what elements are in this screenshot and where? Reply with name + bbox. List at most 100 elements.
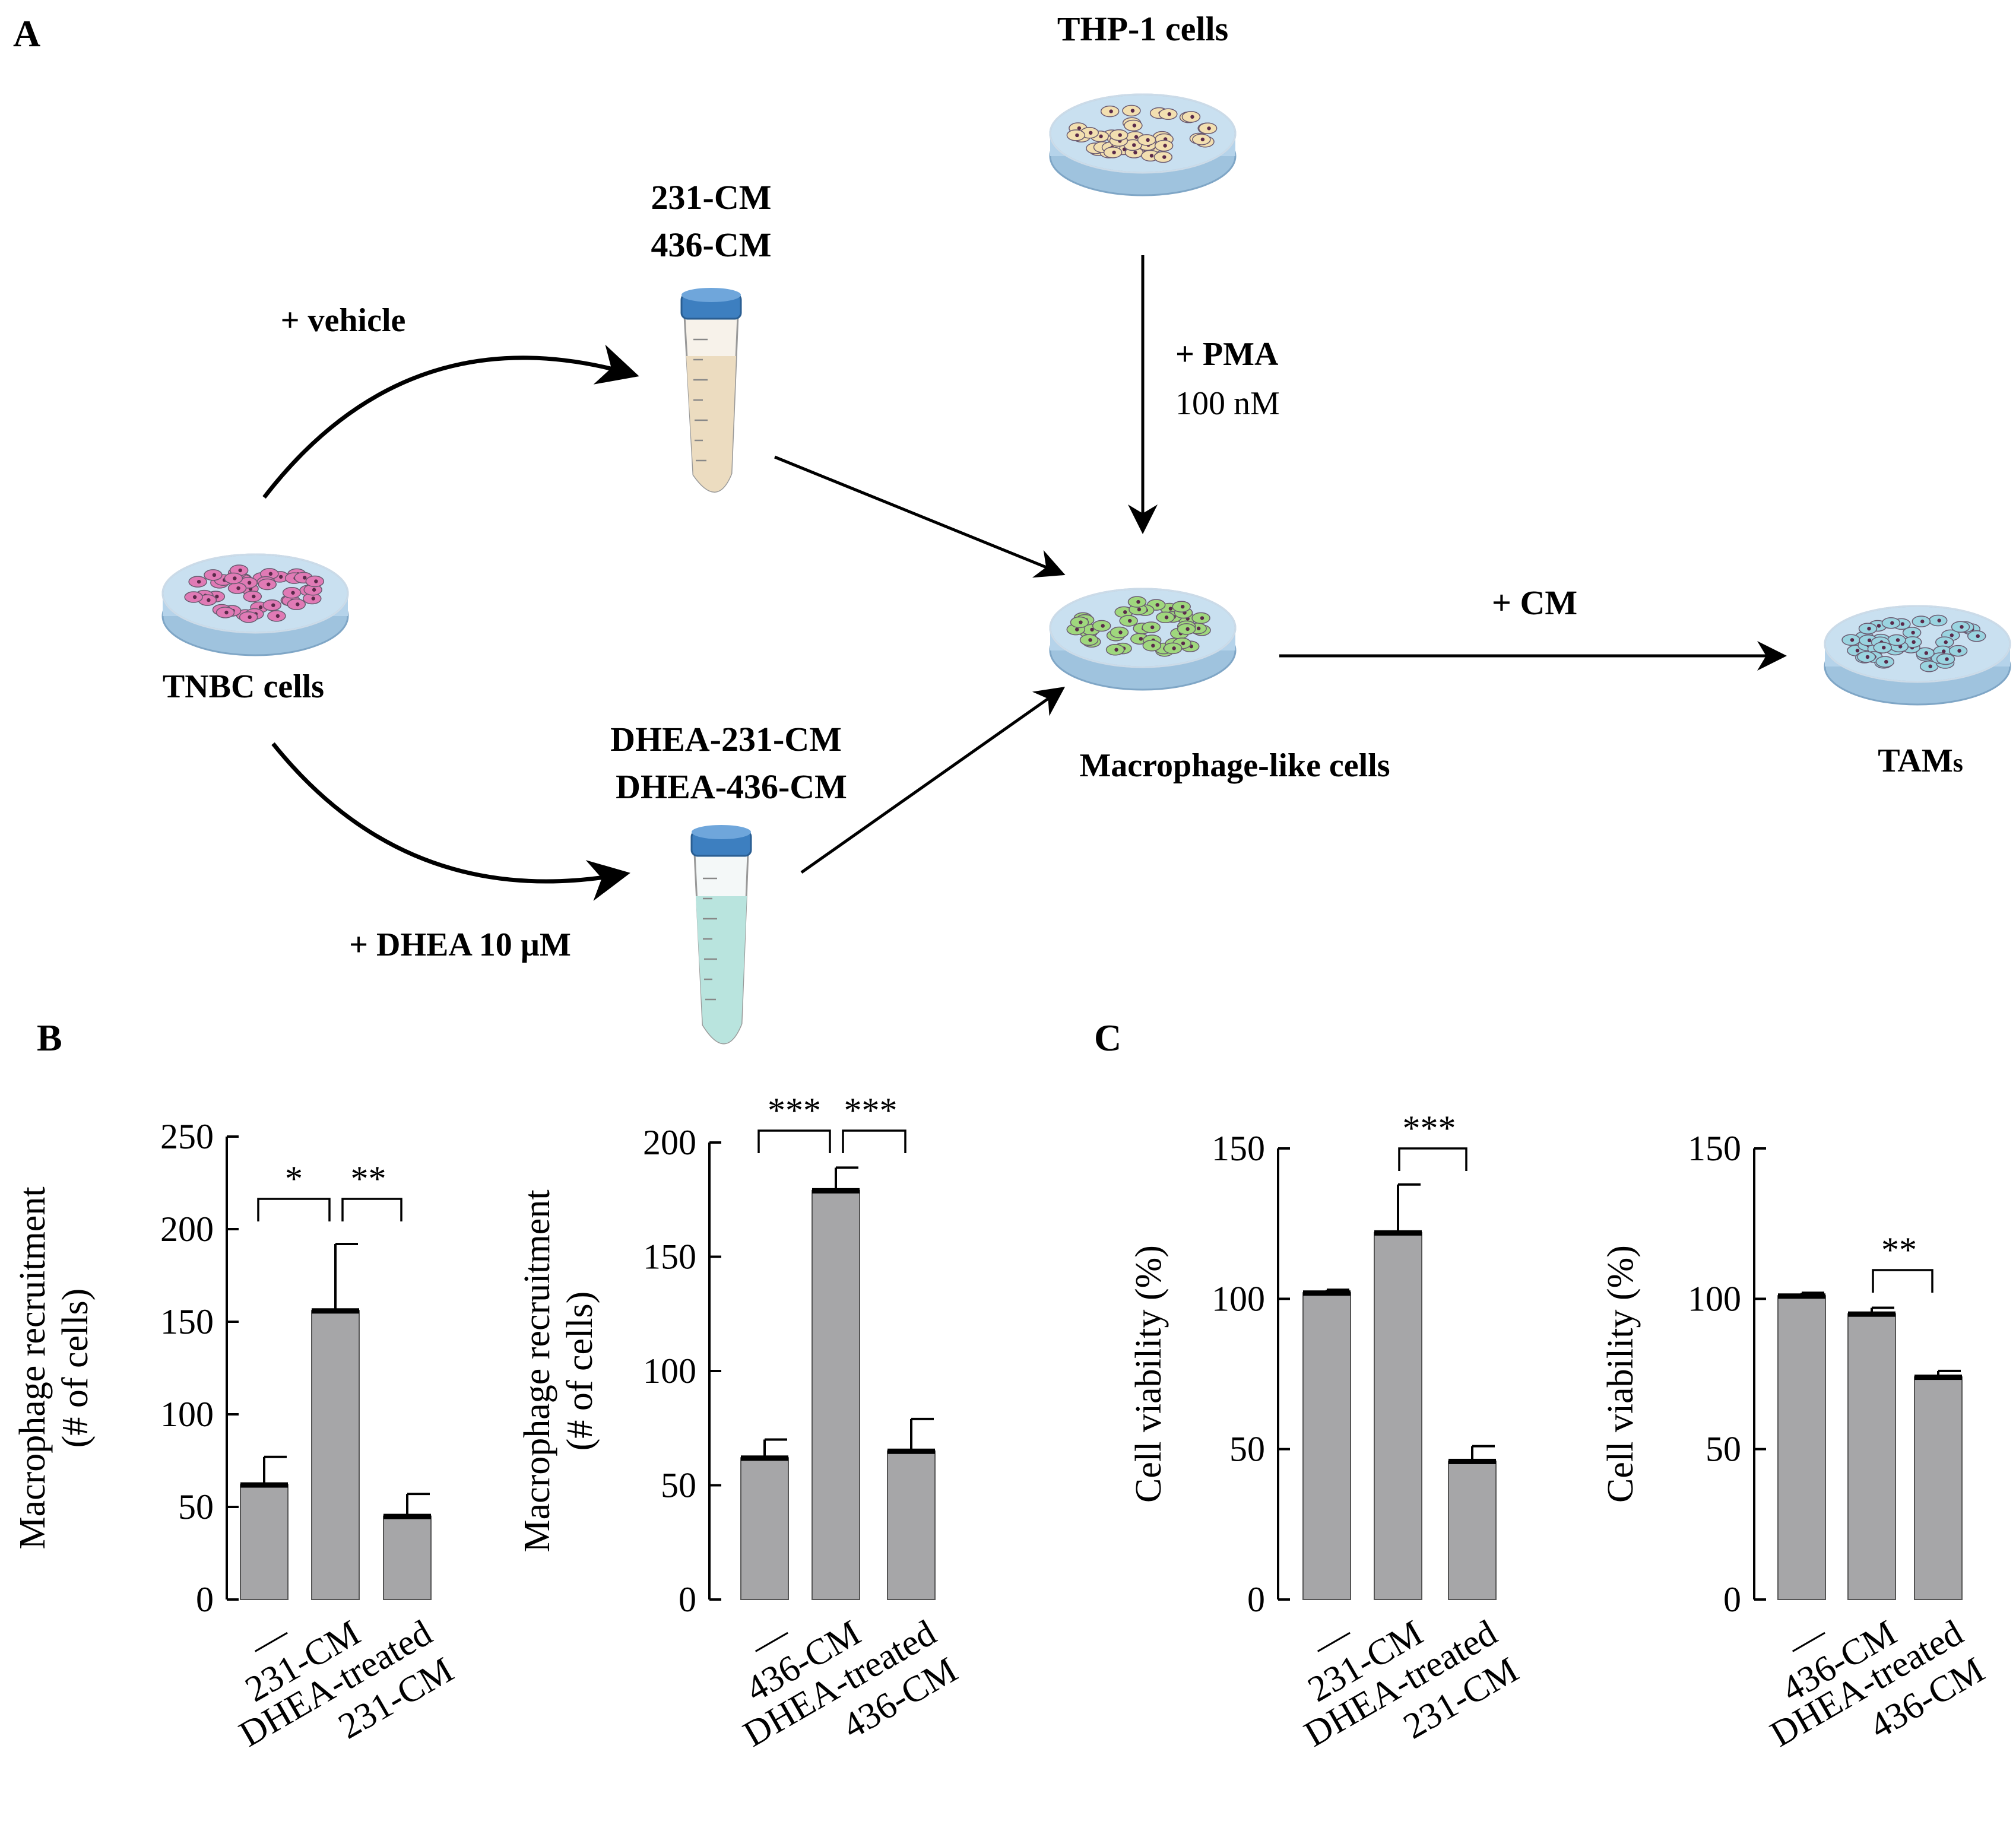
significance-label: **: [1881, 1230, 1917, 1270]
tnbc-dish: [161, 553, 349, 656]
bar: [740, 1457, 789, 1601]
y-axis-label-line: Macrophage recruitment: [12, 1186, 53, 1549]
bar: [240, 1484, 289, 1601]
y-tick-label: 0: [196, 1580, 214, 1619]
y-tick-label: 50: [1706, 1430, 1741, 1469]
significance-label: ***: [844, 1091, 898, 1130]
y-tick-label: 200: [643, 1123, 696, 1162]
cm-tube-bottom-graduations: [703, 877, 717, 1001]
tams-dish: [1824, 605, 2011, 706]
y-tick-label: 150: [160, 1302, 214, 1341]
dhea-label: + DHEA 10 µM: [349, 926, 571, 963]
cm-bottom-label-2: DHEA-436-CM: [616, 767, 847, 806]
significance-bracket: [1872, 1269, 1933, 1293]
y-tick-label: 200: [160, 1210, 214, 1249]
significance-label: ***: [768, 1091, 821, 1130]
bar-top: [1848, 1311, 1895, 1317]
y-axis-label-line: Macrophage recruitment: [517, 1189, 557, 1552]
cm-tube-bottom: [690, 825, 752, 1045]
y-tick-label: 50: [178, 1487, 214, 1526]
y-tick-label: 0: [1723, 1580, 1741, 1619]
top-tube-arrow: [774, 455, 1066, 578]
bar: [1302, 1292, 1351, 1600]
bottom-tube-arrow: [800, 687, 1066, 874]
significance-bracket: [757, 1129, 831, 1153]
y-tick-label: 50: [1229, 1430, 1265, 1469]
bar: [383, 1515, 432, 1601]
bar-top: [1448, 1458, 1496, 1464]
bar: [812, 1189, 860, 1600]
bar-top: [1778, 1293, 1825, 1299]
y-tick-label: 50: [661, 1466, 696, 1505]
significance-bracket: [341, 1198, 402, 1221]
bar-top: [383, 1513, 431, 1519]
macrophage-label: Macrophage-like cells: [1079, 747, 1390, 784]
thp1-dish: [1049, 93, 1237, 196]
bar: [1914, 1376, 1963, 1600]
dhea-arrow: [271, 742, 630, 901]
y-axis-label-line: Cell viability (%): [1129, 1245, 1169, 1503]
y-tick-label: 150: [643, 1237, 696, 1277]
bar-top: [1303, 1290, 1351, 1296]
significance-label: ***: [1403, 1109, 1456, 1148]
tams-label: TAMs: [1878, 742, 1963, 779]
y-tick-label: 100: [1212, 1279, 1265, 1318]
pma-label: + PMA: [1175, 336, 1279, 373]
y-tick-label: 100: [643, 1351, 696, 1391]
bar-top: [240, 1482, 288, 1488]
significance-bracket: [257, 1198, 331, 1221]
y-axis-label: Cell viability (%): [1129, 1245, 1169, 1503]
macrophage-dish: [1049, 588, 1237, 691]
cm-bottom-label-1: DHEA-231-CM: [610, 720, 842, 759]
y-axis-label-line: (# of cells): [560, 1291, 600, 1451]
y-tick-label: 250: [160, 1117, 214, 1156]
bar-top: [812, 1188, 860, 1194]
y-tick-label: 150: [1212, 1129, 1265, 1168]
significance-bracket: [842, 1129, 906, 1153]
cm-tube-top: [680, 288, 742, 493]
y-tick-label: 0: [679, 1580, 696, 1619]
tams-label-main: TAM: [1878, 742, 1953, 779]
tams-label-suffix: s: [1953, 748, 1963, 777]
y-axis-label-line: Cell viability (%): [1600, 1245, 1641, 1503]
bar-top: [887, 1448, 935, 1454]
cm-tube-top-graduations: [693, 338, 708, 462]
panel-a-label: A: [13, 12, 40, 55]
cm-top-label-1: 231-CM: [651, 178, 772, 217]
vehicle-arrow: [262, 344, 639, 499]
cm-tube-bottom-liquid: [696, 896, 747, 1044]
y-axis-label: Macrophage recruitment(# of cells): [12, 1186, 96, 1549]
y-axis-label: Cell viability (%): [1600, 1245, 1641, 1503]
cm-top-label-2: 436-CM: [651, 226, 772, 264]
bar: [1448, 1460, 1497, 1601]
significance-label: *: [285, 1159, 303, 1198]
significance-label: **: [351, 1159, 386, 1198]
bar-top: [741, 1455, 788, 1461]
cm-tube-top-liquid: [686, 356, 736, 492]
bar: [1777, 1295, 1826, 1600]
bar: [311, 1310, 360, 1601]
y-tick-label: 100: [1688, 1279, 1741, 1318]
y-axis-label: Macrophage recruitment(# of cells): [517, 1189, 600, 1552]
bar: [887, 1450, 936, 1600]
tnbc-label: TNBC cells: [163, 668, 324, 705]
panel-c-label: C: [1094, 1017, 1121, 1059]
y-tick-label: 100: [160, 1395, 214, 1434]
panel-b-label: B: [37, 1017, 62, 1059]
bar-top: [312, 1308, 359, 1314]
plus-cm-label: + CM: [1492, 583, 1577, 622]
thp1-label: THP-1 cells: [1057, 9, 1228, 48]
vehicle-label: + vehicle: [281, 302, 406, 339]
bar: [1374, 1232, 1422, 1601]
y-tick-label: 0: [1247, 1580, 1265, 1619]
significance-bracket: [1398, 1147, 1467, 1171]
pma-conc-label: 100 nM: [1175, 385, 1280, 422]
y-axis-label-line: (# of cells): [55, 1289, 96, 1448]
y-tick-label: 150: [1688, 1129, 1741, 1168]
